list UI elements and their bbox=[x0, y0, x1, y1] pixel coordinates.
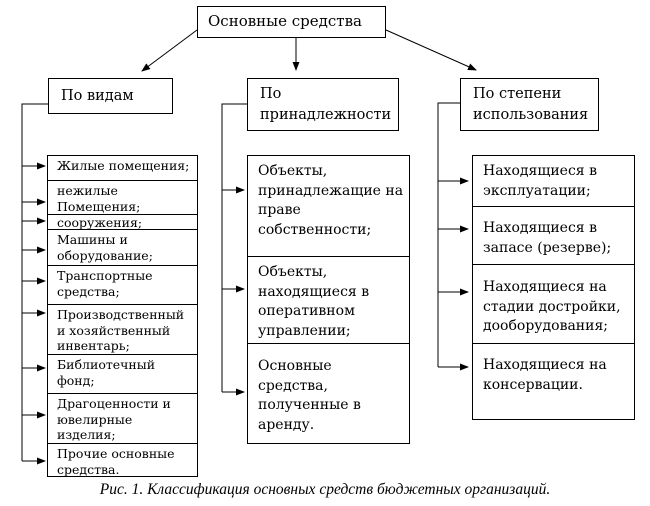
header-by-ownership: По принадлежности bbox=[247, 78, 399, 131]
list-by-type: Жилые помещения; нежилые Помещения; соор… bbox=[47, 155, 198, 477]
by-ownership-item-1: Объекты, принадлежащие на праве собствен… bbox=[258, 163, 404, 238]
spine-by-type bbox=[21, 103, 48, 461]
by-type-item-7: Библиотечный фонд; bbox=[48, 354, 197, 393]
by-ownership-item-3: Основные средства, полученные в аренду. bbox=[248, 343, 409, 443]
by-usage-item-2: Находящиеся в запасе (резерве); bbox=[473, 206, 634, 264]
by-type-item-1: Жилые помещения; bbox=[57, 158, 190, 173]
figure-caption: Рис. 1. Классификация основных средств б… bbox=[99, 481, 551, 498]
by-type-item-3: сооружения; bbox=[48, 214, 197, 229]
by-type-item-4: Машины и оборудование; bbox=[48, 229, 197, 265]
header-by-type: По видам bbox=[48, 78, 173, 114]
by-usage-item-3: Находящиеся на стадии достройки, дообору… bbox=[473, 264, 634, 343]
list-by-ownership: Объекты, принадлежащие на праве собствен… bbox=[247, 155, 410, 444]
root-box: Основные средства bbox=[197, 6, 386, 38]
by-type-item-5: Транспортные средства; bbox=[48, 265, 197, 304]
by-type-item-9: Прочие основные средства. bbox=[48, 443, 197, 476]
arrow-root-to-by-usage bbox=[385, 29, 477, 71]
by-ownership-item-2: Объекты, находящиеся в оперативном управ… bbox=[248, 256, 409, 343]
by-usage-item-1: Находящиеся в эксплуатации; bbox=[483, 163, 597, 199]
list-by-usage: Находящиеся в эксплуатации; Находящиеся … bbox=[472, 155, 635, 420]
by-type-item-6: Производственный и хозяйственный инвента… bbox=[48, 304, 197, 354]
by-type-item-2: нежилые Помещения; bbox=[48, 180, 197, 214]
by-type-item-8: Драгоценности и ювелирные изделия; bbox=[48, 393, 197, 443]
header-by-usage: По степени использования bbox=[460, 78, 599, 131]
arrow-root-to-by-type bbox=[141, 29, 198, 72]
spine-by-usage bbox=[437, 102, 460, 367]
by-usage-item-4: Находящиеся на консервации. bbox=[473, 343, 634, 419]
spine-by-ownership bbox=[221, 103, 247, 392]
